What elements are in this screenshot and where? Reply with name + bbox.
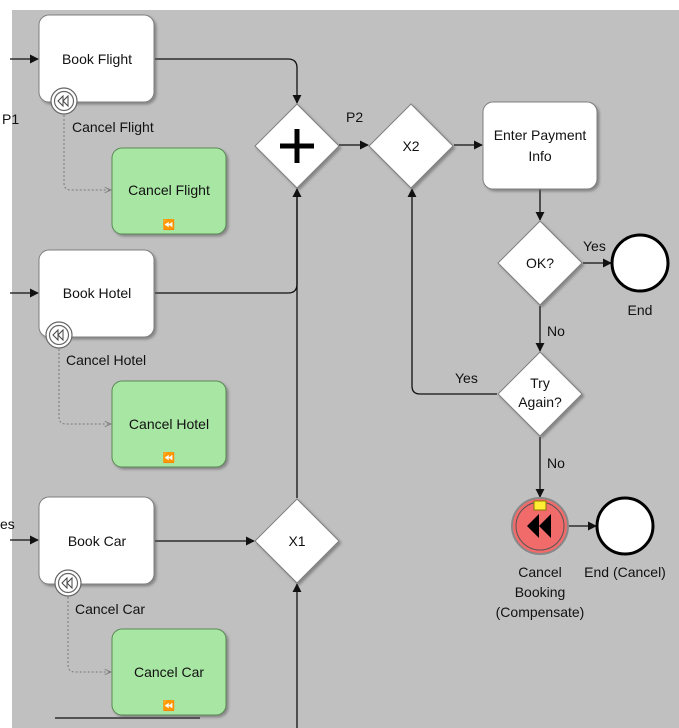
boundary-event-compensate-hotel[interactable]: [45, 321, 73, 349]
rewind-filled-icon: [527, 514, 551, 538]
end-event-cancel[interactable]: [595, 496, 655, 556]
cancel-booking-label-line3: (Compensate): [496, 604, 585, 620]
edge-label-ok-no: No: [547, 323, 565, 339]
rewind-icon: ⏪: [163, 699, 175, 712]
plus-icon: [280, 129, 314, 163]
gateway-x1[interactable]: X1: [254, 498, 340, 584]
end-cancel-label: End (Cancel): [584, 564, 666, 580]
rewind-icon: [57, 94, 69, 108]
boundary-event-compensate-car[interactable]: [54, 569, 82, 597]
gateway-x2-label: X2: [402, 138, 419, 154]
rewind-icon: [52, 328, 64, 342]
boundary-label-car: Cancel Car: [75, 601, 145, 617]
sequence-flows: [10, 54, 612, 728]
task-cancel-car[interactable]: Cancel Car ⏪: [111, 628, 227, 716]
gateway-try-again[interactable]: Try Again?: [497, 351, 583, 437]
boundary-label-hotel: Cancel Hotel: [66, 352, 146, 368]
task-enter-payment-info[interactable]: Enter Payment Info: [482, 101, 598, 190]
rewind-icon: ⏪: [163, 218, 175, 231]
cancel-booking-compensation-event[interactable]: [511, 497, 569, 555]
task-cancel-hotel[interactable]: Cancel Hotel ⏪: [111, 380, 227, 468]
boundary-event-compensate-flight[interactable]: [50, 87, 78, 115]
edge-label-partial-yes: es: [0, 516, 15, 532]
gateway-ok-label: OK?: [526, 255, 554, 271]
gateway-ok[interactable]: OK?: [497, 220, 583, 306]
task-book-car-label: Book Car: [68, 533, 127, 549]
task-book-flight-label: Book Flight: [62, 51, 132, 67]
task-cancel-flight[interactable]: Cancel Flight ⏪: [111, 147, 227, 235]
gateway-x1-label: X1: [288, 533, 305, 549]
boundary-label-flight: Cancel Flight: [72, 119, 154, 135]
gateway-x2[interactable]: X2: [368, 103, 454, 189]
edge-label-p1: P1: [2, 111, 19, 127]
task-book-hotel-label: Book Hotel: [63, 285, 131, 301]
end-event-label: End: [628, 302, 653, 318]
task-enter-payment-label-line2: Info: [528, 148, 552, 164]
task-cancel-flight-label: Cancel Flight: [128, 182, 210, 198]
parallel-gateway[interactable]: [254, 103, 340, 189]
task-book-hotel[interactable]: Book Hotel: [38, 249, 155, 338]
compensation-associations: [58, 115, 111, 672]
gateway-try-again-label-line1: Try: [530, 375, 550, 391]
task-enter-payment-label-line1: Enter Payment: [494, 127, 587, 143]
gateway-try-again-label-line2: Again?: [518, 394, 562, 410]
edge-label-p2: P2: [346, 109, 363, 125]
edge-label-try-no: No: [547, 455, 565, 471]
task-book-car[interactable]: Book Car: [38, 496, 155, 585]
edge-label-ok-yes: Yes: [583, 238, 606, 254]
task-cancel-hotel-label: Cancel Hotel: [129, 416, 209, 432]
rewind-icon: ⏪: [163, 451, 175, 464]
task-cancel-car-label: Cancel Car: [134, 664, 204, 680]
rewind-icon: [61, 576, 73, 590]
marker-flag-icon: [533, 500, 547, 511]
cancel-booking-label-line2: Booking: [515, 584, 566, 600]
edge-label-try-yes: Yes: [455, 370, 478, 386]
cancel-booking-label-line1: Cancel: [518, 564, 562, 580]
end-event[interactable]: [610, 233, 670, 293]
task-book-flight[interactable]: Book Flight: [38, 14, 155, 103]
